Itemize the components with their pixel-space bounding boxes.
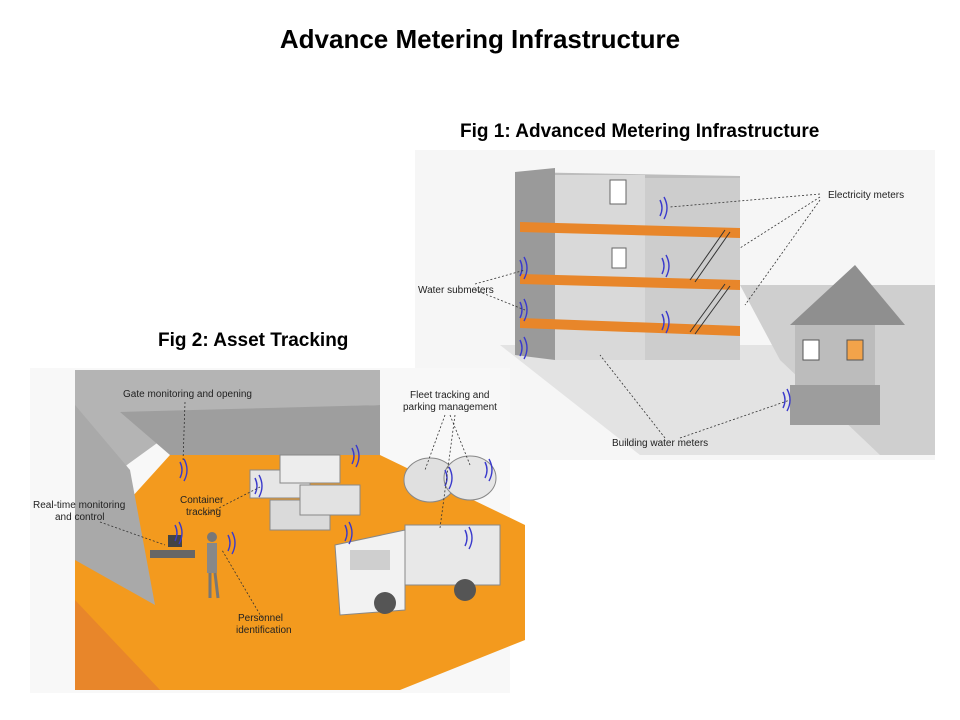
fig1-illustration: Electricity meters Water submeters Build… xyxy=(415,150,935,460)
containers xyxy=(249,454,361,531)
label-personnel-id-2: identification xyxy=(236,625,292,636)
label-personnel-id-1: Personnel xyxy=(238,613,283,624)
window xyxy=(611,247,627,269)
fig1-caption: Fig 1: Advanced Metering Infrastructure xyxy=(460,121,820,142)
truck-wheel xyxy=(454,579,476,601)
truck-wheel xyxy=(374,592,396,614)
building-side-wall xyxy=(515,168,555,360)
callout-lines xyxy=(99,401,471,619)
desk xyxy=(150,550,195,558)
label-fleet-tracking-1: Fleet tracking and xyxy=(410,390,490,401)
slide-title: Advance Metering Infrastructure xyxy=(279,24,681,54)
truck xyxy=(334,524,501,616)
callout-lines xyxy=(474,193,821,439)
warehouse-roof xyxy=(75,370,380,470)
label-building-water-meters: Building water meters xyxy=(612,438,708,449)
truck-windshield xyxy=(350,550,390,570)
label-gate-monitoring: Gate monitoring and opening xyxy=(123,389,252,400)
label-electricity-meters: Electricity meters xyxy=(828,190,904,201)
house-basement xyxy=(790,385,880,425)
person xyxy=(207,532,220,599)
house-roof xyxy=(790,265,905,325)
floor-slab xyxy=(520,274,740,290)
label-realtime-monitoring-1: Real-time monitoring xyxy=(33,500,125,511)
house-window xyxy=(802,339,820,361)
floor-slab xyxy=(520,222,740,238)
staircase xyxy=(689,229,731,335)
truck-trailer xyxy=(404,524,501,586)
warehouse-roof-edge xyxy=(120,405,380,455)
label-container-tracking-1: Container xyxy=(180,495,224,506)
house-window-lit xyxy=(846,339,864,361)
fig2-caption: Fig 2: Asset Tracking xyxy=(158,330,349,351)
label-fleet-tracking-2: parking management xyxy=(403,402,497,413)
window xyxy=(609,179,627,205)
label-water-submeters: Water submeters xyxy=(418,285,494,296)
container xyxy=(299,484,361,516)
tracking-signals xyxy=(174,444,493,555)
apartment-left xyxy=(555,175,645,360)
label-realtime-monitoring-2: and control xyxy=(55,512,104,523)
label-container-tracking-2: tracking xyxy=(186,507,221,518)
fig2-illustration: Gate monitoring and opening Fleet tracki… xyxy=(30,368,525,693)
yard-floor xyxy=(75,455,525,690)
warehouse-left-wall xyxy=(75,405,155,605)
floor-shade xyxy=(75,600,160,690)
floor-slab xyxy=(520,318,740,336)
tank xyxy=(443,455,497,501)
container xyxy=(279,454,341,484)
